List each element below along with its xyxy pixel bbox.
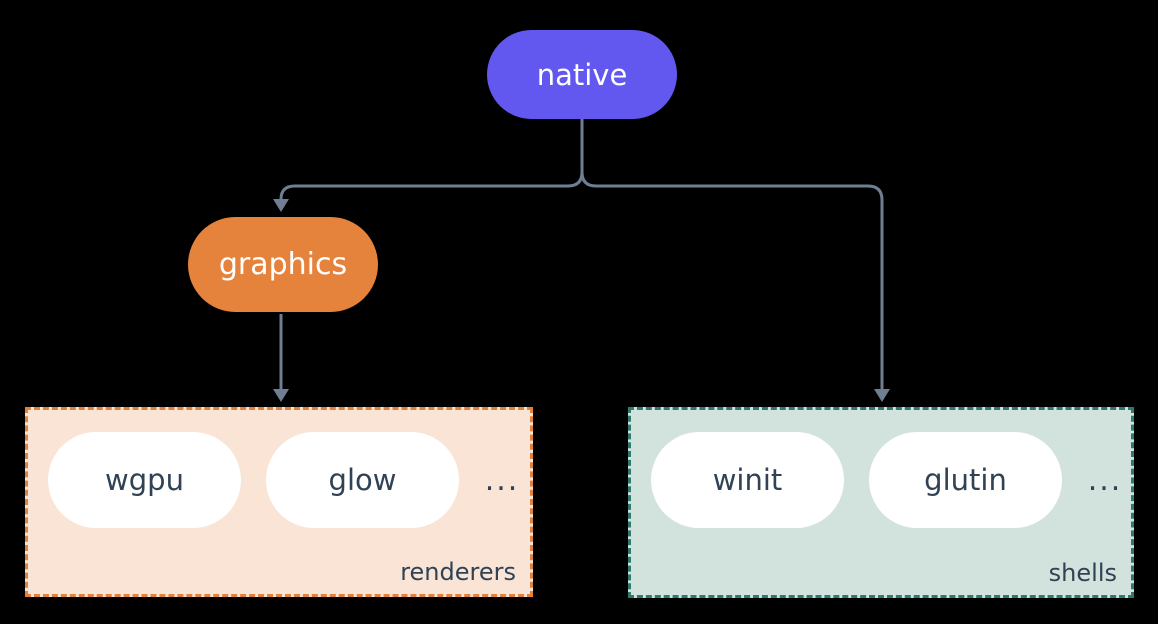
crate-pill-glow: glow [266, 432, 459, 528]
connector-native-to-graphics [279, 119, 584, 200]
crate-glutin-label: glutin [924, 463, 1007, 497]
node-native-label: native [536, 57, 628, 92]
node-graphics-label: graphics [218, 247, 348, 282]
crate-wgpu-label: wgpu [105, 463, 184, 497]
renderers-group-label: renderers [400, 558, 516, 586]
group-shells: winit glutin ... shells [628, 407, 1134, 598]
crate-pill-winit: winit [651, 432, 844, 528]
node-native: native [487, 30, 677, 119]
crate-pill-wgpu: wgpu [48, 432, 241, 528]
shells-ellipsis: ... [1087, 462, 1123, 498]
arrowhead-to-graphics-icon [273, 199, 289, 212]
renderers-ellipsis: ... [484, 462, 520, 498]
group-renderers: wgpu glow ... renderers [25, 407, 533, 597]
shells-group-label: shells [1048, 559, 1117, 587]
crate-glow-label: glow [328, 463, 397, 497]
crate-winit-label: winit [712, 463, 783, 497]
node-graphics: graphics [188, 217, 378, 312]
arrowhead-to-renderers-icon [273, 389, 289, 402]
crate-pill-glutin: glutin [869, 432, 1062, 528]
connector-native-to-shells [580, 119, 884, 390]
arrowhead-to-shells-icon [874, 389, 890, 402]
